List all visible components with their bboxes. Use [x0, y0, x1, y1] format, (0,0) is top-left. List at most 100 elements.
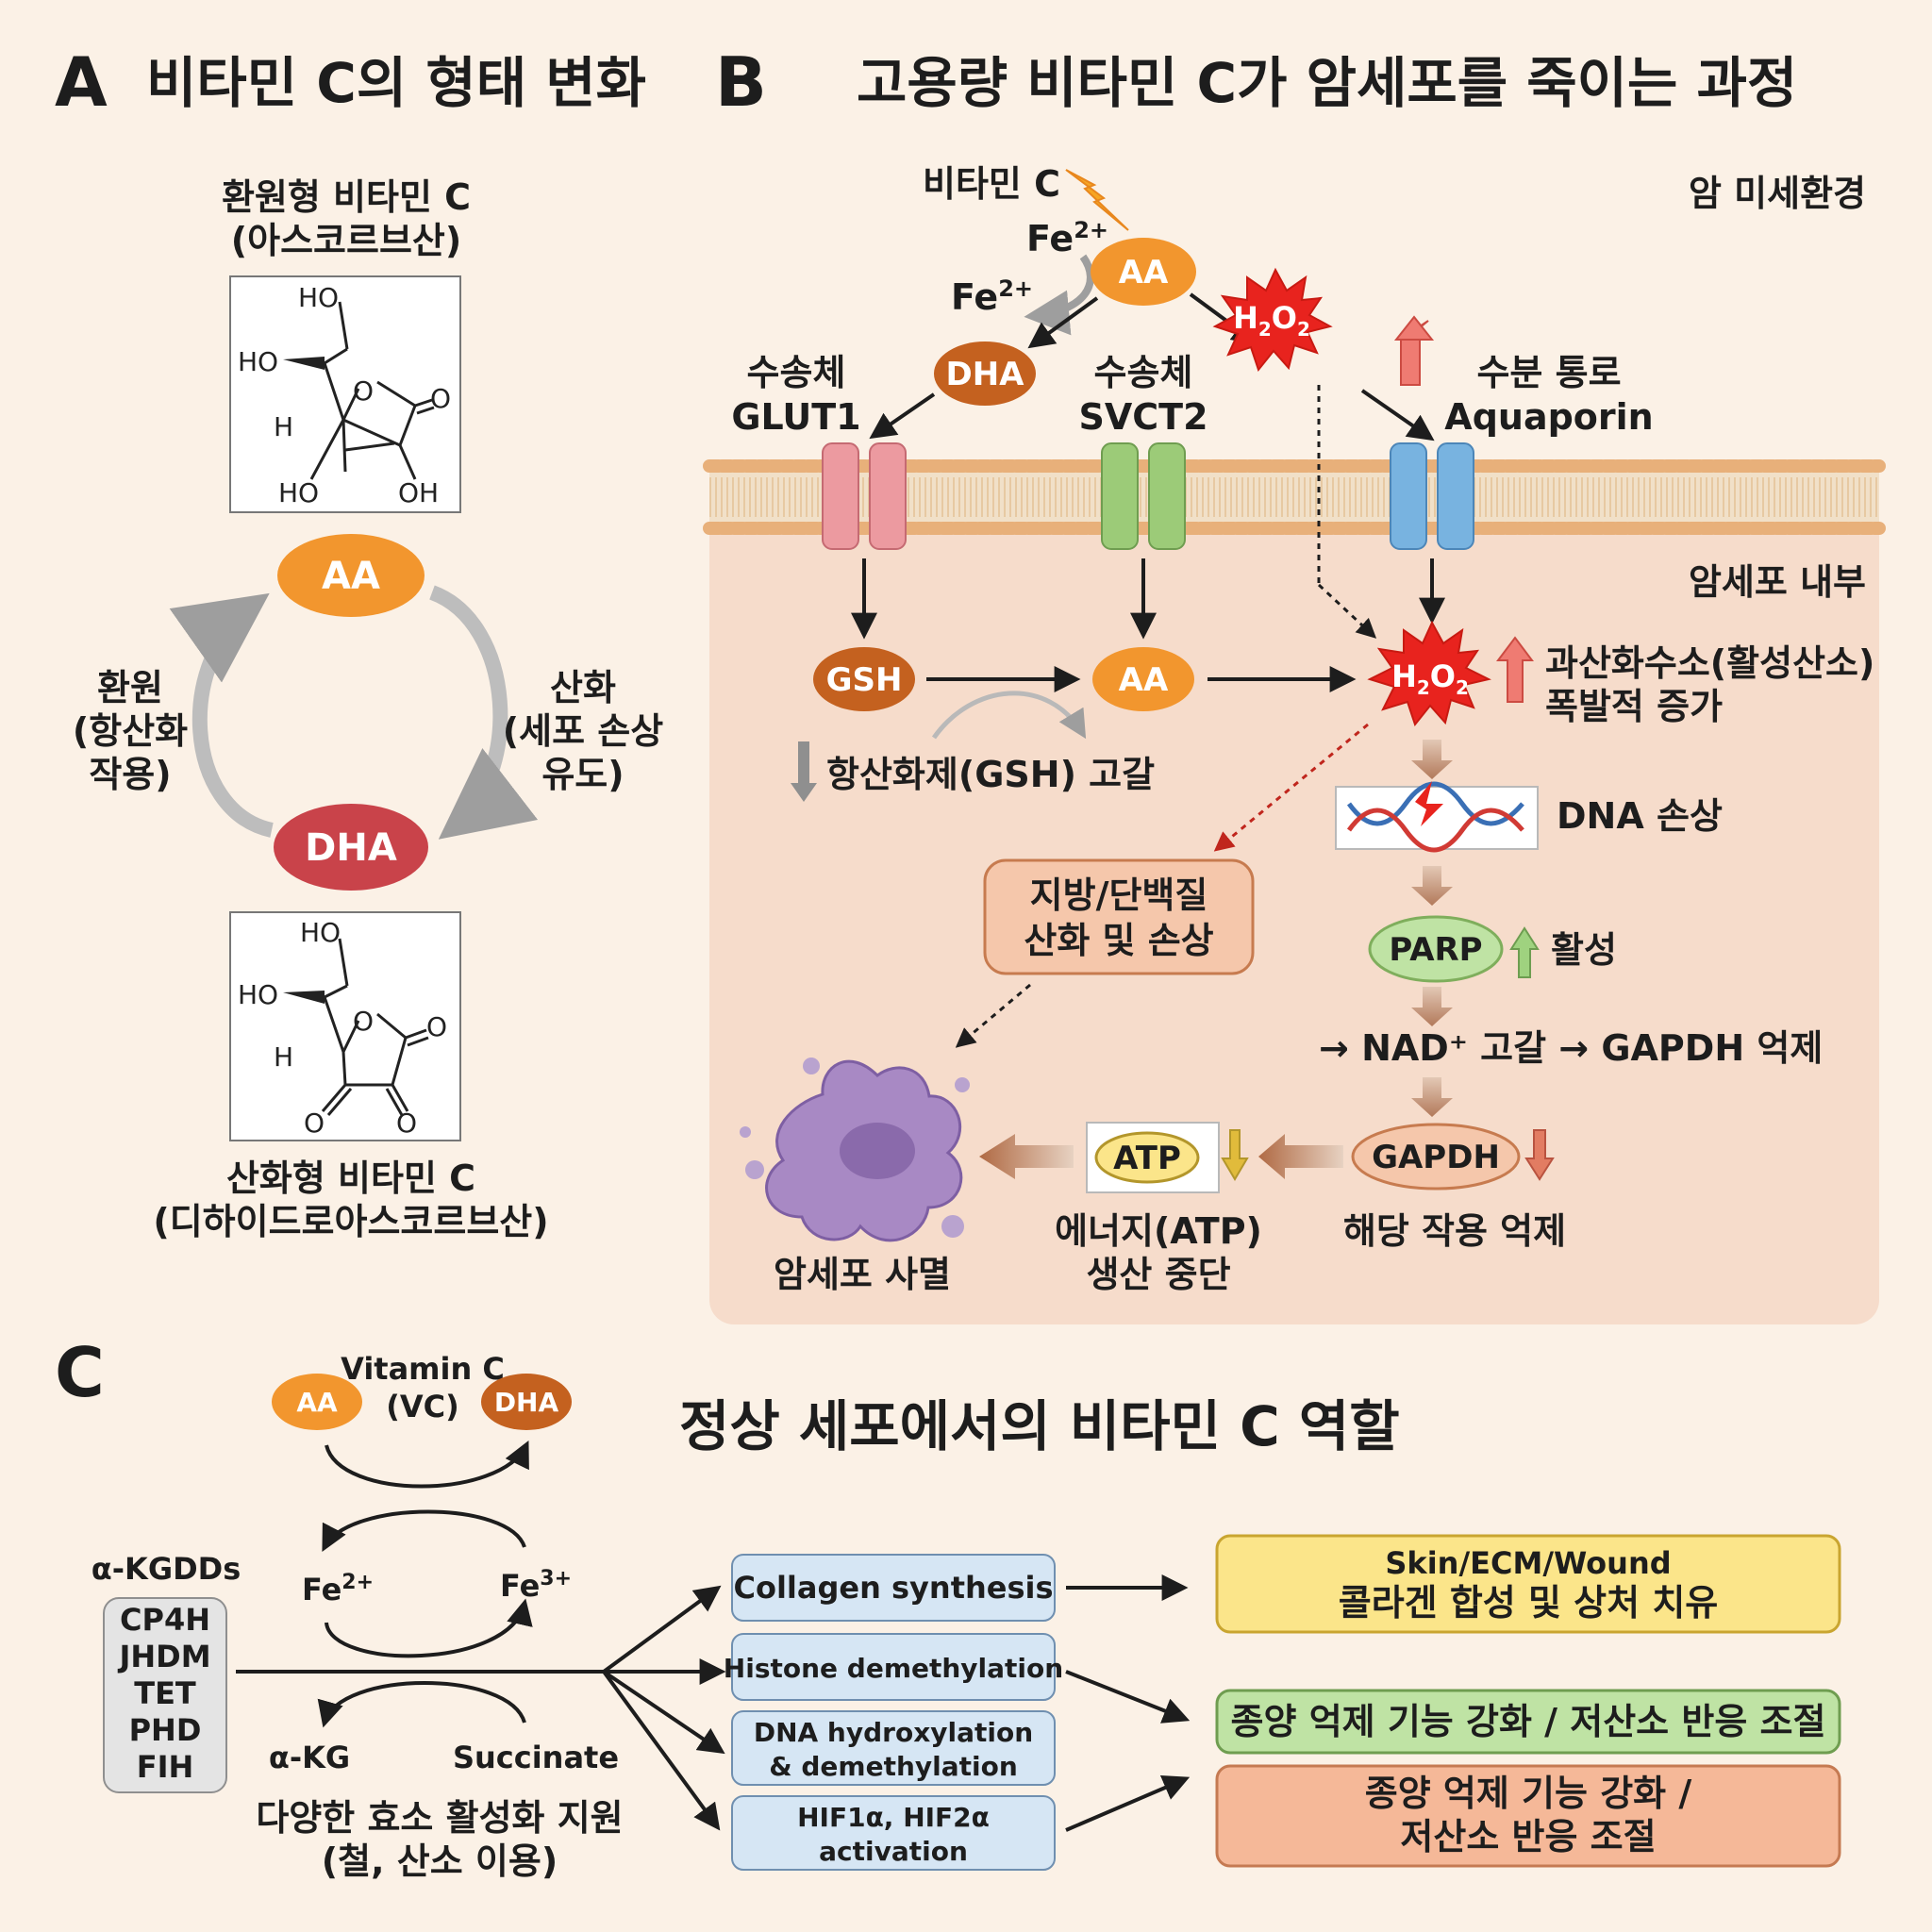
dha-extracellular-node — [934, 341, 1036, 406]
cell-interior-label: 암세포 내부 — [1689, 561, 1866, 603]
up-arrow-icon — [1496, 636, 1534, 703]
aquaporin-label: Aquaporin — [1444, 396, 1653, 438]
dna-strand — [1346, 781, 1524, 826]
fe-arrow — [1024, 254, 1094, 336]
lipid-protein-damage-box — [983, 858, 1255, 975]
chem-label: HO — [300, 917, 341, 948]
chem-label: HO — [238, 346, 278, 377]
fe-label: Fe2+ — [951, 275, 1033, 318]
glycolysis-label: 해당 작용 억제 — [1343, 1210, 1566, 1252]
atp-label: ATP — [1113, 1140, 1181, 1177]
outcome-box-skin — [1215, 1534, 1841, 1634]
reduction-label: 작용) — [89, 754, 171, 795]
cascade-arrow — [1411, 1077, 1453, 1117]
dha-label: DHA — [305, 826, 397, 870]
reduction-arrow — [169, 592, 275, 838]
chem-label: O — [353, 375, 374, 407]
aa-to-dha-curve — [325, 1440, 529, 1489]
parp-activity-label: 활성 — [1551, 929, 1617, 971]
fe3-label: Fe3+ — [500, 1567, 572, 1604]
cascade-arrow — [1411, 987, 1453, 1026]
panel-b-letter: B — [715, 42, 767, 122]
process-box-dna — [731, 1710, 1056, 1786]
lightning-icon — [1065, 169, 1129, 231]
damage-lightning-icon — [1415, 781, 1443, 826]
panel-a: A 비타민 C의 형태 변화 환원형 비타민 C (아스코르브산) HO HO … — [55, 42, 663, 1242]
fe2-to-fe3-curve — [325, 1598, 533, 1658]
succinate-label: Succinate — [453, 1740, 619, 1775]
kgdds-label: α-KGDDs — [92, 1551, 242, 1587]
aa-node — [272, 1374, 362, 1430]
chem-label: HO — [278, 477, 319, 508]
chem-label: O — [430, 383, 451, 414]
parp-label: PARP — [1389, 931, 1482, 969]
vitamin-c-label: Vitamin C — [341, 1351, 505, 1387]
oxidation-label: 유도) — [541, 754, 624, 795]
gsh-node — [813, 647, 915, 711]
gsh-depletion-label: 항산화제(GSH) 고갈 — [826, 754, 1155, 795]
panel-b: B 고용량 비타민 C가 암세포를 죽이는 과정 암 미세환경 암세포 내부 비… — [703, 42, 1886, 1324]
energy-label: 에너지(ATP) — [1055, 1210, 1262, 1252]
svct2-label: 수송체 — [1094, 352, 1193, 393]
gapdh-to-atp-arrow — [1258, 1134, 1343, 1179]
aquaporin-label: 수분 통로 — [1476, 352, 1621, 393]
aa-to-dha-arrow — [1027, 296, 1099, 349]
panel-c: C 정상 세포에서의 비타민 C 역할 Vitamin C (VC) AA DH… — [55, 1333, 1841, 1882]
reduction-label: (항산화 — [73, 710, 188, 752]
dha-label: DHA — [494, 1387, 559, 1418]
ros-burst-label: 과산화수소(활성산소) — [1545, 642, 1874, 684]
cancer-cell-interior — [709, 491, 1879, 1324]
h2o2-to-aquaporin-arrow — [1360, 389, 1435, 441]
chem-label: O — [304, 1108, 325, 1139]
vitamin-c-label: 비타민 C — [923, 163, 1060, 205]
down-arrow-icon — [1524, 1129, 1555, 1181]
h2o2-to-lipid-arrow — [1213, 723, 1369, 852]
aa-intracellular-node — [1092, 647, 1194, 711]
oxidation-label: 산화 — [550, 667, 616, 708]
gsh-cycle-arrow — [931, 691, 1087, 740]
enzyme-item: FIH — [137, 1749, 194, 1785]
enzyme-list-box — [103, 1597, 227, 1793]
cascade-arrow — [1411, 740, 1453, 779]
oxidation-arrow — [428, 585, 539, 840]
enzyme-item: JHDM — [117, 1639, 210, 1674]
fan-arrow — [602, 1670, 725, 1755]
outcome-label: 종양 억제 기능 강화 / 저산소 반응 조절 — [1231, 1701, 1826, 1742]
reduced-vitc-name: 환원형 비타민 C — [222, 176, 471, 218]
chem-label: OH — [398, 477, 439, 508]
lipid-damage-label: 산화 및 손상 — [1024, 920, 1213, 961]
enzyme-item: CP4H — [120, 1602, 210, 1638]
vitamin-c-label: (VC) — [386, 1389, 459, 1424]
process-label: activation — [819, 1836, 968, 1867]
outcome-arrow — [1065, 1670, 1191, 1724]
aa-node — [277, 534, 425, 617]
glut1-transporter — [822, 442, 907, 550]
panel-a-letter: A — [55, 42, 108, 122]
glut1-label: GLUT1 — [731, 396, 860, 438]
dna-damage-label: DNA 손상 — [1557, 795, 1723, 837]
atp-to-death-arrow — [979, 1134, 1074, 1179]
outcome-arrow — [1065, 1774, 1191, 1832]
ascorbic-acid-structure: HO HO H O O HO OH — [229, 275, 461, 513]
chem-label: O — [353, 1006, 374, 1037]
down-arrow-icon — [791, 741, 817, 802]
gapdh-node — [1351, 1123, 1521, 1191]
glut1-label: 수송체 — [747, 352, 846, 393]
dehydroascorbic-acid-structure: HO HO H O O O O — [229, 911, 461, 1141]
process-label: Histone demethylation — [724, 1653, 1063, 1684]
process-label: HIF1α, HIF2α — [797, 1802, 990, 1833]
fan-arrow — [602, 1585, 722, 1674]
down-arrow-icon — [1221, 1129, 1249, 1181]
outcome-box-orange — [1215, 1764, 1841, 1868]
support-label: (철, 산소 이용) — [322, 1840, 558, 1882]
aa-intracellular-label: AA — [1119, 661, 1169, 699]
chem-label: H — [274, 1041, 293, 1073]
process-label: DNA hydroxylation — [754, 1717, 1033, 1748]
reduced-vitc-sub: (아스코르브산) — [231, 220, 462, 261]
akg-label: α-KG — [269, 1740, 350, 1775]
nad-chain-label: → NAD⁺ 고갈 → GAPDH 억제 — [1319, 1027, 1823, 1069]
atp-node — [1094, 1131, 1200, 1184]
oxidized-vitc-name: 산화형 비타민 C — [226, 1158, 475, 1199]
outcome-label: 저산소 반응 조절 — [1400, 1816, 1656, 1857]
